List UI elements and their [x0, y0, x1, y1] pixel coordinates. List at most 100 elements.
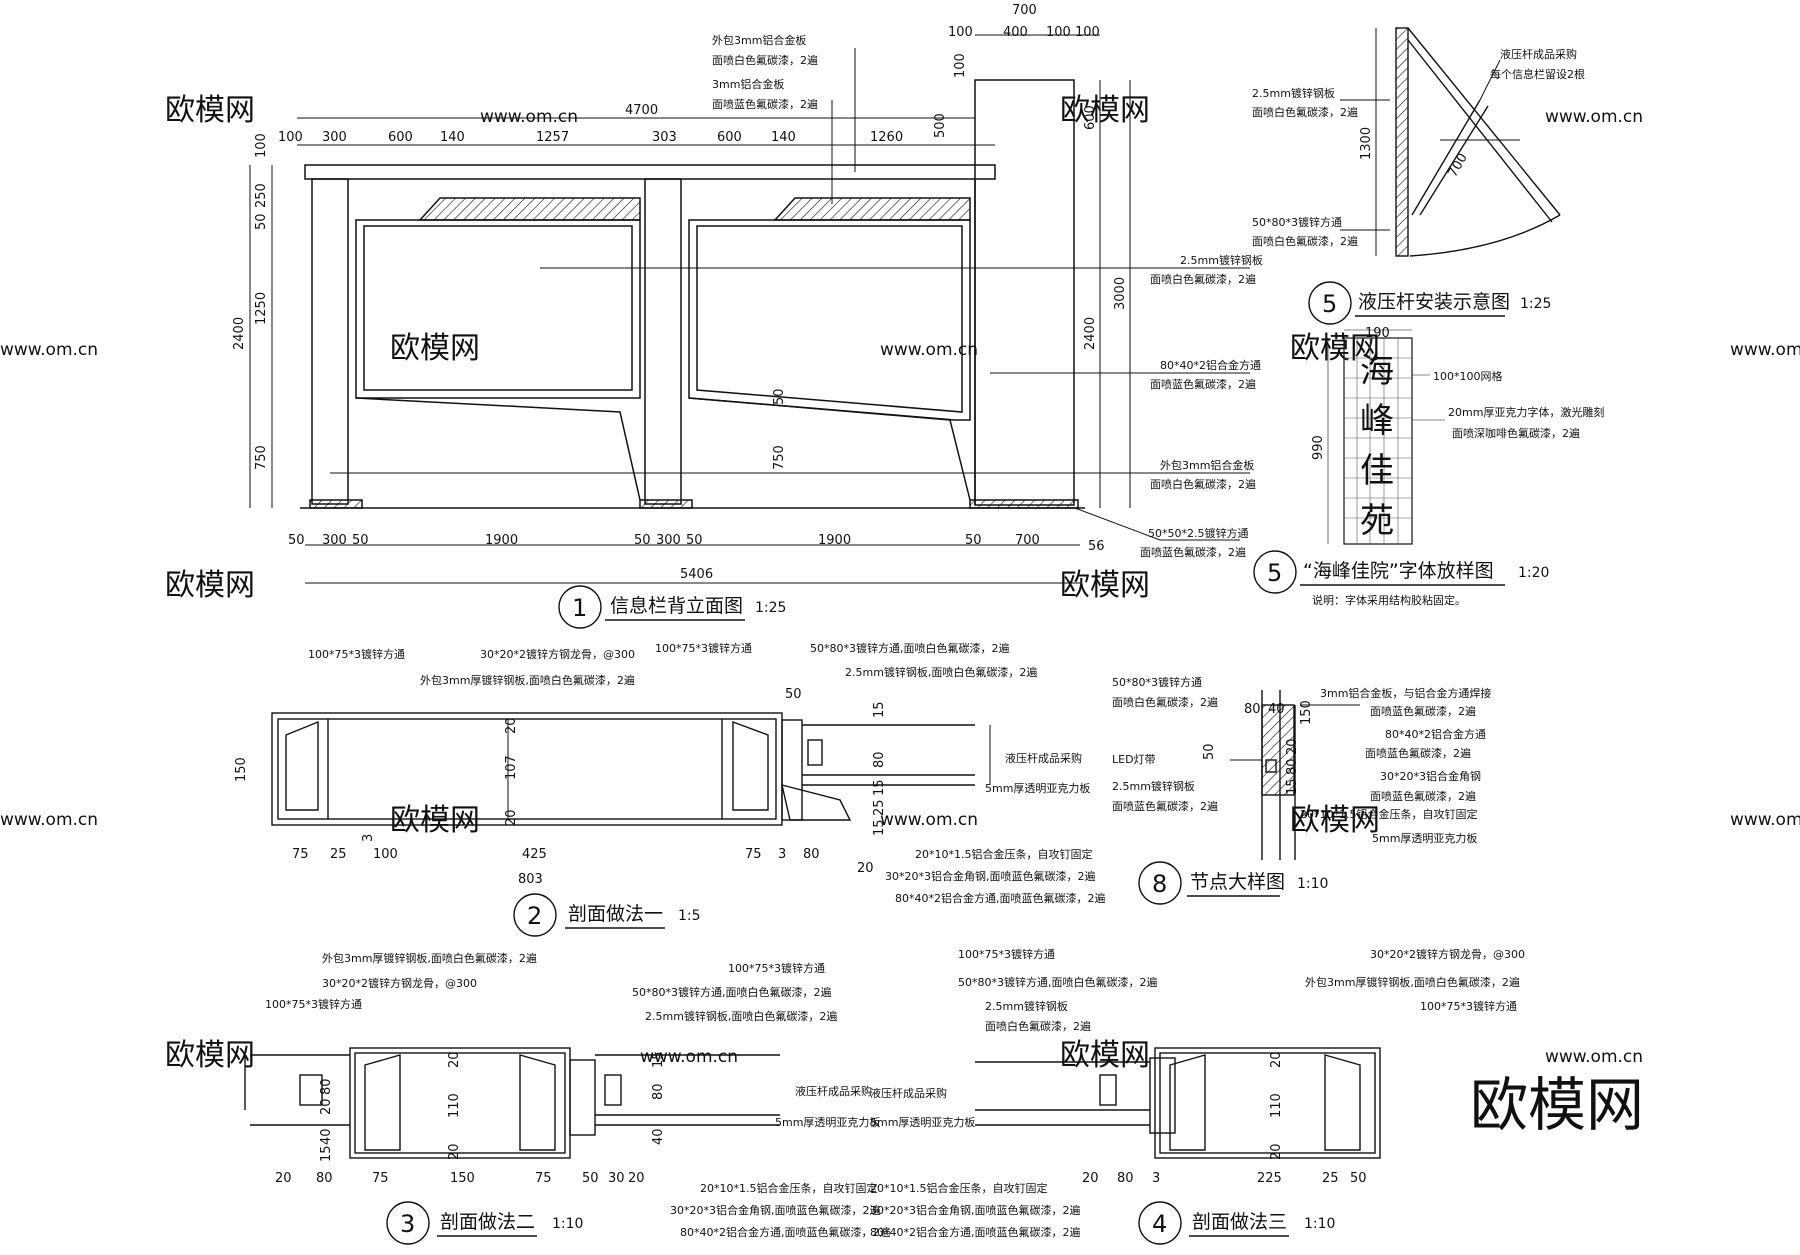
char: 佳 — [1360, 451, 1394, 491]
dim: 110 — [1269, 1093, 1284, 1118]
dim: 40 — [1268, 702, 1285, 717]
note: 2.5mm镀锌钢板 — [1112, 779, 1195, 793]
dim: 40 — [319, 1128, 334, 1145]
dim: 20 — [1285, 738, 1300, 755]
dim: 56 — [1088, 539, 1105, 554]
dim: 25 — [872, 799, 887, 816]
note: 外包3mm厚镀锌钢板,面喷白色氟碳漆，2遍 — [322, 951, 537, 965]
note: 100*75*3镀锌方通 — [1420, 999, 1517, 1013]
note: 20*10*1.5铝合金压条，自攻钉固定 — [700, 1181, 878, 1195]
node-view — [1230, 690, 1360, 860]
note: 100*75*3镀锌方通 — [308, 647, 405, 661]
dim: 20 — [504, 717, 519, 734]
dim-total-top: 4700 — [625, 103, 658, 118]
dim: 300 — [322, 533, 347, 548]
dim: 50 — [352, 533, 369, 548]
dim: 15 — [872, 819, 887, 836]
elevation-leaders — [249, 34, 1250, 584]
dim: 20 — [628, 1171, 645, 1186]
hatch-top-left — [418, 197, 641, 221]
dim: 15 — [651, 1051, 666, 1068]
dim: 500 — [933, 113, 948, 138]
note: 2.5mm镀锌钢板 — [1180, 253, 1263, 267]
dim: 1300 — [1359, 127, 1374, 160]
watermark-logo: 欧模网 — [165, 568, 255, 603]
note: 面喷蓝色氟碳漆，2遍 — [712, 97, 818, 111]
dim: 25 — [330, 847, 347, 862]
note: 80*40*2铝合金方通 — [1385, 727, 1486, 741]
watermark-url: www.om.cn — [480, 107, 578, 127]
view-scale: 1:10 — [1304, 1216, 1335, 1232]
dim: 50 — [1350, 1171, 1367, 1186]
note: 50*80*3镀锌方通 — [1112, 675, 1202, 689]
dim: 20 — [447, 1051, 462, 1068]
view-title: 剖面做法二 — [440, 1211, 535, 1233]
panel-right-inner — [696, 225, 963, 413]
watermarks: 欧模网 www.om.cn 欧模网 www.om.cn 欧模网 www.om.c… — [0, 93, 1800, 1139]
brand-logo: 欧模网 — [1470, 1071, 1644, 1139]
section3-notes: 100*75*3镀锌方通 50*80*3镀锌方通,面喷白色氟碳漆，2遍 2.5m… — [870, 947, 1525, 1239]
watermark-logo: 欧模网 — [165, 1038, 255, 1073]
section2-title: 3 剖面做法二 1:10 — [386, 1201, 583, 1245]
dim: 100 — [1046, 25, 1071, 40]
note: 面喷白色氟碳漆，2遍 — [712, 53, 818, 67]
note: 50*80*3镀锌方通,面喷白色氟碳漆，2遍 — [632, 985, 832, 999]
dim: 100 — [373, 847, 398, 862]
note: 50*50*2.5镀锌方通 — [1148, 526, 1249, 540]
view-scale: 1:25 — [755, 600, 786, 616]
node-title: 8 节点大样图 1:10 — [1138, 861, 1328, 905]
dim: 100 — [278, 130, 303, 145]
note: 面喷蓝色氟碳漆，2遍 — [1370, 789, 1476, 803]
font-title: 5 “海峰佳院”字体放样图 1:20 说明：字体采用结构胶粘固定。 — [1253, 550, 1549, 607]
section3-title: 4 剖面做法三 1:10 — [1138, 1201, 1335, 1245]
note: 20*10*1.5铝合金压条，自攻钉固定 — [915, 847, 1093, 861]
note: 3mm铝合金板 — [712, 77, 784, 91]
dim: 80 — [316, 1171, 333, 1186]
section1-view — [271, 712, 991, 826]
char: 峰 — [1360, 401, 1394, 441]
dim: 300 — [656, 533, 681, 548]
panel-right-outer — [688, 219, 971, 421]
dim: 50 — [288, 533, 305, 548]
dim: 750 — [772, 445, 787, 470]
note: 2.5mm镀锌钢板,面喷白色氟碳漆，2遍 — [845, 665, 1037, 679]
node-dims: 80 40 150 50 20 80 15 — [1202, 700, 1314, 795]
dim: 20 — [1082, 1171, 1099, 1186]
note: 30*20*3铝合金角钢,面喷蓝色氟碳漆，2遍 — [870, 1203, 1081, 1217]
watermark-logo: 欧模网 — [1060, 93, 1150, 128]
note: 50*80*3镀锌方通,面喷白色氟碳漆，2遍 — [958, 975, 1158, 989]
view-scale: 1:10 — [1297, 876, 1328, 892]
dim: 3000 — [1113, 277, 1128, 310]
dim: 20 — [447, 1143, 462, 1160]
view-number: 8 — [1152, 870, 1167, 898]
dim: 15 — [872, 779, 887, 796]
dim: 150 — [234, 757, 249, 782]
note: 液压杆成品采购 — [795, 1084, 872, 1098]
note: 30*20*3铝合金角钢,面喷蓝色氟碳漆，2遍 — [885, 869, 1096, 883]
note: 30*20*3铝合金角钢 — [1380, 769, 1481, 783]
note: 5mm厚透明亚克力板 — [985, 781, 1090, 795]
hydraulic-title: 5 液压杆安装示意图 1:25 — [1308, 281, 1551, 325]
note: 30*20*3铝合金角钢,面喷蓝色氟碳漆，2遍 — [670, 1203, 881, 1217]
foot-2 — [639, 499, 693, 509]
note: 面喷白色氟碳漆，2遍 — [1112, 695, 1218, 709]
dim: 300 — [322, 130, 347, 145]
dim: 100 — [953, 53, 968, 78]
note: 2.5mm镀锌钢板 — [1252, 86, 1335, 100]
dim: 250 — [254, 183, 269, 208]
dim: 750 — [254, 445, 269, 470]
dim: 303 — [652, 130, 677, 145]
watermark-url: www.om.cn — [0, 810, 98, 830]
note: 100*75*3镀锌方通 — [655, 641, 752, 655]
dim: 75 — [292, 847, 309, 862]
panel-left-outer — [355, 219, 641, 399]
foot-3 — [969, 499, 1079, 509]
elevation-dims: 4700 100 300 600 140 1257 303 600 140 12… — [232, 3, 1128, 582]
dim: 50 — [772, 388, 787, 405]
watermark-logo: 欧模网 — [390, 803, 480, 838]
dim: 1260 — [870, 130, 903, 145]
dim: 100 — [1075, 25, 1100, 40]
dim: 100 — [948, 25, 973, 40]
view-title: 液压杆安装示意图 — [1358, 291, 1510, 313]
